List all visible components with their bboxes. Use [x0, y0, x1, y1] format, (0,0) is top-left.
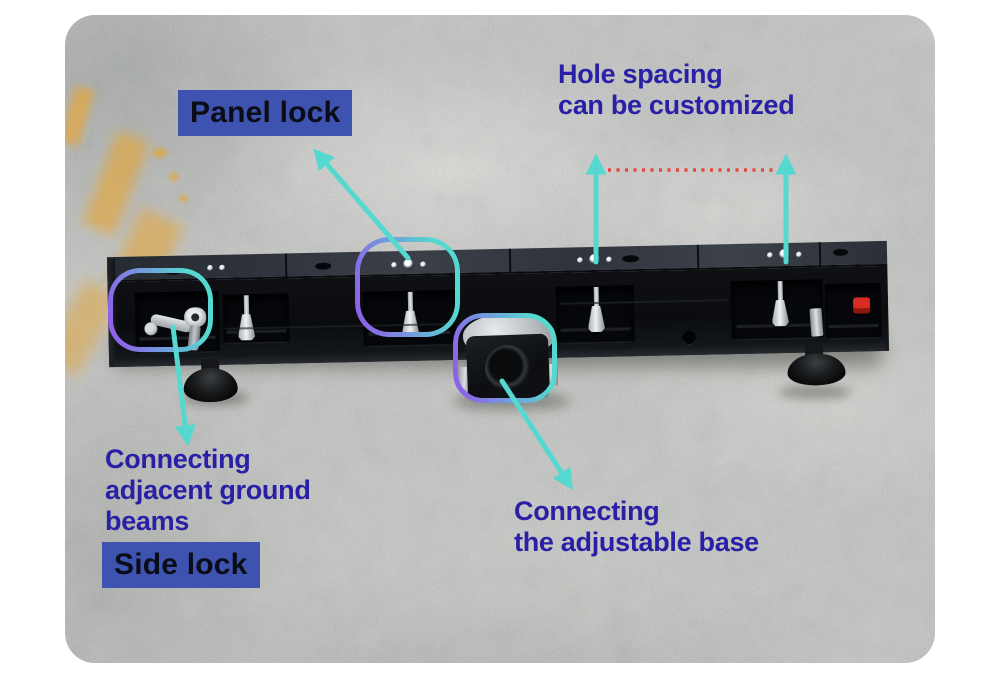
yellow-paint-speck [169, 173, 179, 181]
yellow-paint-marking [65, 85, 95, 147]
connecting-beams-line1: Connecting [105, 444, 251, 474]
handle-rod [243, 295, 249, 315]
top-hole-small [606, 256, 613, 263]
photo-frame: Panel lock Hole spacing can be customize… [65, 15, 935, 663]
top-hole-small [207, 264, 214, 272]
top-hole-small [795, 251, 803, 258]
foot-shadow [779, 385, 851, 399]
connecting-base-label: Connecting the adjustable base [514, 496, 759, 558]
panel-lock-label: Panel lock [178, 90, 353, 136]
red-lock-lever [852, 297, 871, 314]
connecting-beams-label: Connecting adjacent ground beams [105, 444, 311, 536]
highlight-ring-panel-lock [355, 237, 460, 337]
top-hole-small [766, 251, 774, 258]
top-hole-group [766, 248, 803, 261]
twist-lock-handle [771, 281, 790, 326]
connecting-beams-line3: beams [105, 505, 190, 536]
highlight-ring-side-lock [108, 268, 213, 352]
yellow-paint-speck [153, 148, 167, 158]
top-hole-large [588, 253, 601, 266]
hole-spacing-label: Hole spacing can be customized [558, 59, 795, 121]
beam-foot-left [183, 367, 238, 403]
highlight-ring-base [453, 313, 557, 403]
handle-rod [777, 281, 783, 301]
handle-grip [771, 300, 789, 326]
top-hole-large [778, 248, 791, 261]
twist-lock-handle [237, 295, 256, 340]
top-hole-small [577, 256, 584, 263]
top-hole-group [577, 253, 613, 266]
top-hole-small [219, 264, 226, 271]
top-hole-group [207, 264, 226, 272]
metal-pin [809, 307, 824, 337]
connecting-base-line2: the adjustable base [514, 526, 759, 557]
twist-lock-handle [587, 286, 606, 332]
handle-grip [588, 306, 606, 332]
hole-spacing-line1: Hole spacing [558, 59, 723, 89]
connecting-base-line1: Connecting [514, 496, 660, 526]
recess [222, 293, 290, 345]
hole-spacing-line2: can be customized [558, 89, 795, 120]
yellow-paint-speck [179, 195, 188, 202]
connecting-beams-line2: adjacent ground [105, 474, 311, 505]
side-lock-label: Side lock [102, 542, 260, 588]
